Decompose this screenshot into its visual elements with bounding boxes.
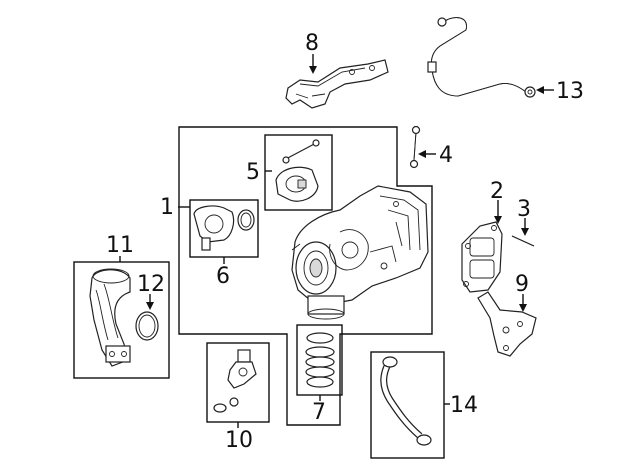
bracket-part — [477, 291, 537, 357]
seal-stack-part — [305, 332, 335, 388]
callout-12: 12 — [137, 272, 165, 297]
heat-shield-part — [285, 59, 389, 109]
valve-part — [193, 205, 255, 251]
small-pipe-part — [409, 125, 421, 169]
turbocharger-body — [291, 185, 429, 320]
intake-hose-part — [89, 268, 131, 367]
actuator-part — [275, 139, 320, 202]
gasket-plate-part — [461, 221, 503, 293]
box-part-14 — [370, 351, 445, 459]
stud-part — [511, 235, 535, 247]
callout-5: 5 — [246, 160, 260, 185]
box-part-11 — [73, 261, 170, 379]
gasket-ring-part — [135, 311, 159, 341]
callout-8: 8 — [305, 31, 319, 56]
fitting-part — [213, 349, 257, 413]
callout-2: 2 — [490, 179, 504, 204]
callout-7: 7 — [312, 400, 326, 425]
coolant-line-part — [427, 17, 536, 98]
hose-part — [380, 356, 432, 446]
callout-14: 14 — [450, 393, 478, 418]
callout-4: 4 — [439, 143, 453, 168]
callout-9: 9 — [515, 272, 529, 297]
callout-3: 3 — [517, 197, 531, 222]
callout-11: 11 — [106, 233, 134, 258]
assembly-outline — [178, 126, 433, 426]
callout-10: 10 — [225, 428, 253, 453]
callout-6: 6 — [216, 264, 230, 289]
box-part-5 — [264, 134, 333, 211]
leader-lines — [119, 54, 554, 428]
callout-13: 13 — [556, 79, 584, 104]
callout-1: 1 — [160, 195, 174, 220]
